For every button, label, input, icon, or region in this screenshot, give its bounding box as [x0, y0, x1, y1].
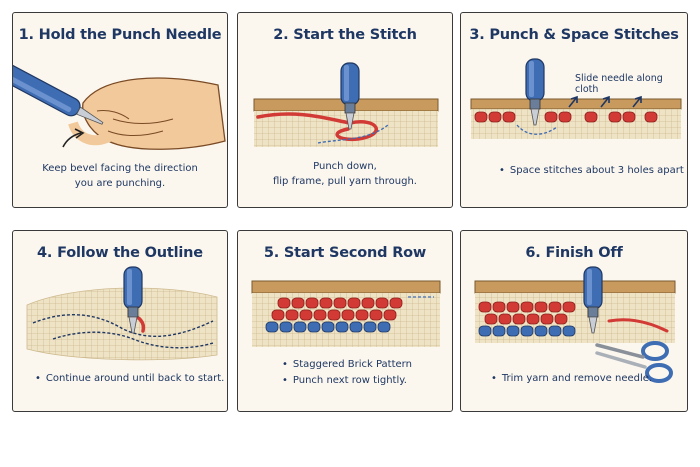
step-title: 2. Start the Stitch: [273, 27, 417, 43]
punch-needle-icon: [13, 53, 104, 125]
step-4-panel: 4. Follow the Outline •Continue around u…: [12, 230, 228, 412]
step-caption: Punch down, flip frame, pull yarn throug…: [272, 161, 417, 187]
step-1-panel: 1. Hold the Punch Needle Keep bevel faci…: [12, 12, 228, 208]
hold-needle-illustration: [13, 53, 226, 150]
punch-space-illustration: [470, 58, 682, 139]
slide-annotation: Slide needle along cloth: [575, 73, 663, 95]
blue-row: [265, 321, 391, 333]
step-title: 1. Hold the Punch Needle: [18, 27, 222, 43]
follow-outline-illustration: [26, 266, 218, 361]
scissors-icon: [595, 341, 673, 383]
second-row-illustration: [251, 280, 441, 347]
step-title: 3. Punch & Space Stitches: [469, 27, 679, 43]
arrow-icon: [62, 128, 85, 148]
step-title: 6. Finish Off: [525, 245, 623, 261]
step-bullets: •Space stitches about 3 holes apart: [499, 165, 684, 176]
start-stitch-illustration: [253, 62, 439, 147]
step-caption: Keep bevel facing the direction you are …: [42, 163, 198, 189]
finish-off-illustration: [474, 266, 676, 383]
arrow-icon: [568, 95, 642, 108]
step-bullets: •Staggered Brick Pattern •Punch next row…: [282, 359, 412, 386]
hand-icon: [82, 77, 226, 150]
step-6-panel: 6. Finish Off •Trim yarn and remove need…: [460, 230, 688, 412]
blue-row: [478, 325, 576, 337]
step-3-panel: 3. Punch & Space Stitches Slide needle a…: [460, 12, 688, 208]
step-bullets: •Trim yarn and remove needle.: [491, 373, 653, 384]
step-title: 5. Start Second Row: [263, 245, 427, 261]
step-2-panel: 2. Start the Stitch Punch down, flip fra…: [237, 12, 453, 208]
step-5-panel: 5. Start Second Row •Staggered Brick Pat…: [237, 230, 453, 412]
step-bullets: •Continue around until back to start.: [35, 373, 225, 384]
step-title: 4. Follow the Outline: [37, 245, 203, 261]
